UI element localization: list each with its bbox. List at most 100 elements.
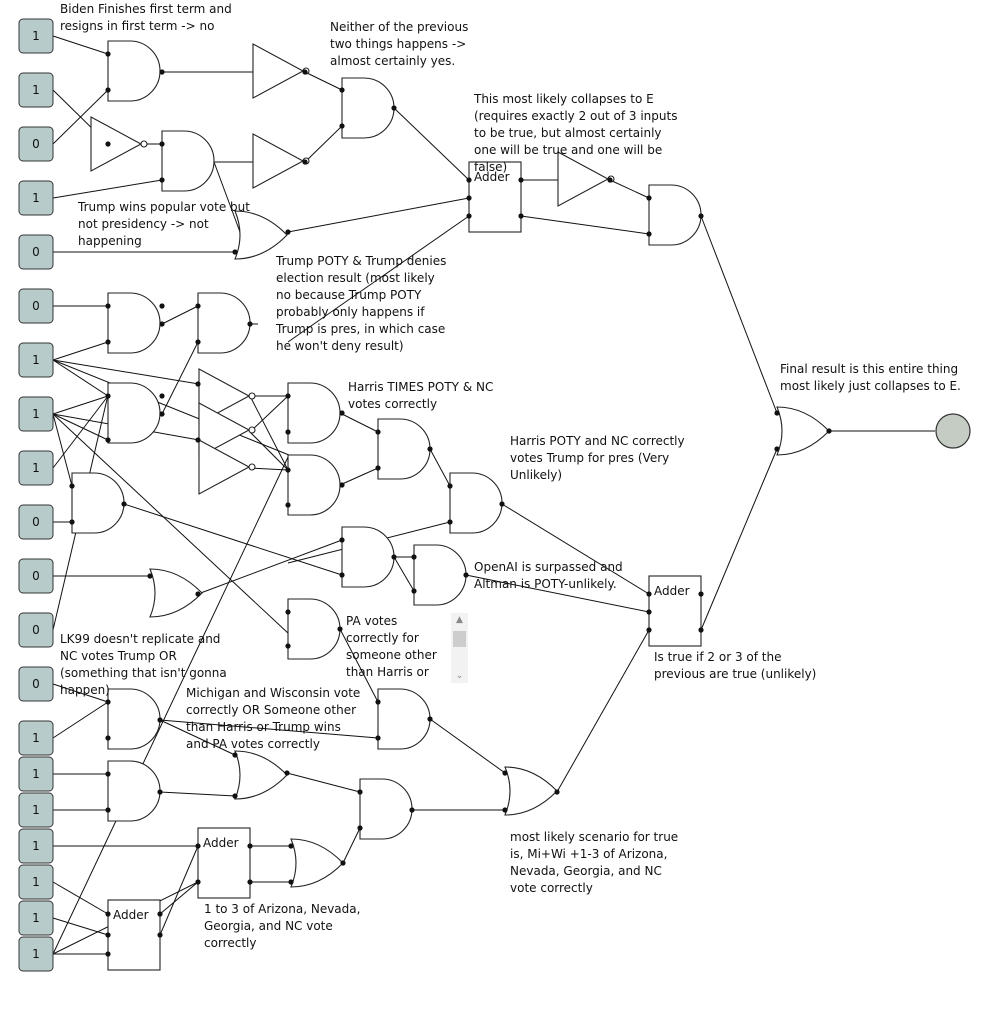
input-switch-box[interactable] [18,234,54,270]
annotation-harris-times: Harris TIMES POTY & NC votes correctly [348,380,494,411]
input-switch-box[interactable] [18,504,54,540]
connection-dot [340,860,346,866]
input-switch[interactable]: 1 [18,342,54,378]
wire [609,179,650,199]
input-switch-box[interactable] [18,18,54,54]
adder-block [107,899,161,971]
input-switch[interactable]: 1 [18,180,54,216]
input-switch-box[interactable] [18,72,54,108]
annotation-final: Final result is this entire thing most l… [780,362,961,393]
connection-dot [105,807,111,813]
input-switch-box[interactable] [18,792,54,828]
connection-dot [391,105,397,111]
and-gate [287,598,341,660]
input-switch[interactable]: 1 [18,720,54,756]
input-switch-box[interactable] [18,828,54,864]
scroll-down-icon[interactable]: ⌄ [455,671,464,681]
input-switch[interactable]: 1 [18,828,54,864]
pa-annotation-scrollbar[interactable]: ▲ ⌄ [451,613,468,683]
input-switch[interactable]: 1 [18,450,54,486]
scroll-thumb[interactable] [453,631,466,647]
and-gate [287,382,341,444]
wire [393,556,415,592]
wire [159,719,236,756]
wire [159,881,199,915]
wire [249,395,289,471]
wire [197,539,343,595]
input-switch[interactable]: 1 [18,72,54,108]
input-switch-box[interactable] [18,396,54,432]
input-switch-box[interactable] [18,612,54,648]
pa-annotation-scroll-region[interactable]: PA votes correctly for someone other tha… [346,612,456,682]
connection-dot [774,446,780,452]
wire [700,448,778,631]
input-switch-box[interactable] [18,720,54,756]
connection-dot [646,231,652,237]
input-switch[interactable]: 0 [18,612,54,648]
input-switch-box[interactable] [18,288,54,324]
connection-dot [285,229,291,235]
connection-dot [69,519,75,525]
input-switch-value: 0 [32,677,40,691]
connection-dot [357,789,363,795]
input-switch[interactable]: 0 [18,234,54,270]
connection-dot [284,770,290,776]
connection-dot [105,771,111,777]
input-switch-box[interactable] [18,756,54,792]
input-switch[interactable]: 1 [18,756,54,792]
annotation-neither: Neither of the previous two things happe… [330,20,469,68]
wire [339,467,379,486]
connection-dot [337,626,343,632]
input-switch[interactable]: 0 [18,126,54,162]
input-switch[interactable]: 0 [18,558,54,594]
input-switch-box[interactable] [18,864,54,900]
output-lamp[interactable] [935,413,971,449]
wire [287,197,470,233]
wire [52,454,290,955]
and-gate [197,292,251,354]
input-switch[interactable]: 0 [18,504,54,540]
input-switch-box[interactable] [18,558,54,594]
input-switch[interactable]: 1 [18,18,54,54]
connection-dot [339,410,345,416]
input-switch[interactable]: 1 [18,936,54,972]
or-gate [234,210,288,260]
scroll-up-icon[interactable]: ▲ [456,615,463,625]
input-switch-box[interactable] [18,900,54,936]
wire [159,845,199,936]
input-switch-value: 1 [32,839,40,853]
input-switch-box[interactable] [18,180,54,216]
input-switch-value: 1 [32,29,40,43]
input-switch-value: 1 [32,353,40,367]
input-switch-box[interactable] [18,126,54,162]
input-switch-box[interactable] [18,666,54,702]
wire [159,719,379,739]
input-switch[interactable]: 1 [18,864,54,900]
connection-dot [502,807,508,813]
input-switch[interactable]: 1 [18,900,54,936]
connection-dot [375,429,381,435]
connection-dot [357,825,363,831]
connection-dot [159,411,165,417]
input-switch-box[interactable] [18,936,54,972]
connection-dot [463,572,469,578]
connection-dot [105,699,111,705]
connection-dot [646,627,652,633]
annotation-openai: OpenAI is surpassed and Altman is POTY-u… [474,560,623,591]
connection-dot [427,716,433,722]
connection-dot [339,482,345,488]
annotation-harris-poty: Harris POTY and NC correctly votes Trump… [510,434,685,482]
input-switch-box[interactable] [18,342,54,378]
wire [287,215,470,343]
wire [52,683,109,703]
connection-dot [157,789,163,795]
input-switch[interactable]: 0 [18,666,54,702]
input-switch[interactable]: 0 [18,288,54,324]
input-switch-box[interactable] [18,450,54,486]
input-switch[interactable]: 1 [18,792,54,828]
wire [249,431,289,471]
and-gate [449,472,503,534]
not-gate [90,116,143,172]
input-switch[interactable]: 1 [18,396,54,432]
